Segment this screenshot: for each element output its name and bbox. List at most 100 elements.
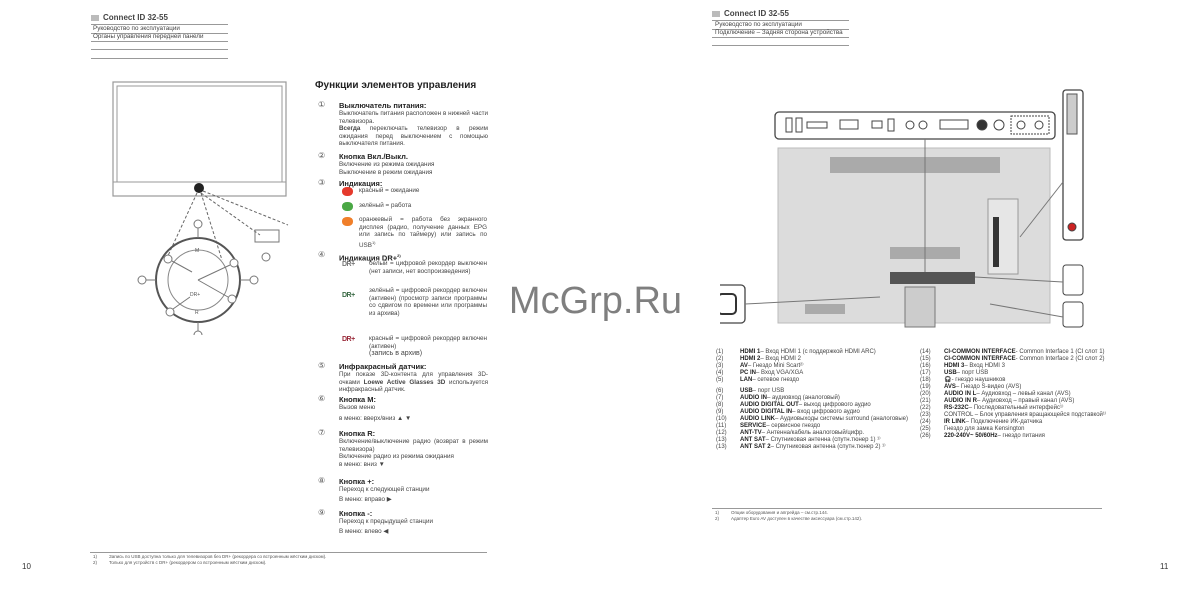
legend-label: AUDIO IN R (944, 398, 977, 404)
item-text: В меню: вправо ▶ (339, 495, 392, 503)
item-text: Включение из режима ожидания (339, 161, 435, 168)
item-text: Выключение в режим ожидания (339, 168, 433, 176)
legend-number: (11) (716, 423, 727, 429)
item-title: Индикация: (339, 179, 383, 188)
legend-text: - гнездо наушников (951, 377, 1006, 383)
legend-label: ANT-TV (740, 430, 762, 436)
legend-number: (9) (716, 409, 724, 415)
legend-text: – Гнездо S-видео (AVS) (955, 384, 1022, 390)
legend-number: (17) (920, 370, 931, 376)
legend-label: ANT SAT (740, 437, 766, 443)
footnote-mark: 1) (93, 554, 98, 559)
legend-number: (6) (716, 388, 724, 394)
legend-row: (26)220-240V~ 50/60Hz – гнездо питания (920, 433, 1106, 440)
legend-row: (14)CI-COMMON INTERFACE - Common Interfa… (920, 349, 1106, 356)
legend-text: - Common Interface 2 (CI слот 2) (1015, 356, 1105, 362)
legend-row: (17) USB – порт USB (920, 370, 1106, 377)
legend-row: (7)AUDIO IN – аудиовход (аналоговый) (716, 395, 908, 402)
legend-number: (25) (920, 426, 931, 432)
item-text: в меню: вниз ▼ (339, 460, 385, 468)
item-text: Переход к предыдущей станции (339, 518, 434, 525)
legend-label: RS-232C (944, 405, 969, 411)
item-text: используется инфракрасный датчик. (339, 378, 489, 394)
divider (91, 58, 228, 59)
legend-number: (8) (716, 402, 724, 408)
item-bold: Всегда (339, 125, 361, 133)
legend-row: (20)AUDIO IN L – Аудиовход – левый канал… (920, 391, 1106, 398)
item-title: Инфракрасный датчик: (339, 362, 427, 371)
item-text: Переход к следующей станции (339, 486, 430, 493)
divider (91, 49, 228, 50)
ir-sensor (254, 229, 280, 243)
header-title: Connect ID 32-55 (103, 13, 168, 22)
legend-row: (8)AUDIO DIGITAL OUT – выход цифрового а… (716, 402, 908, 409)
item-ir-sensor: ⑤ Инфракрасный датчик: При показе 3D-кон… (318, 362, 488, 394)
item-text: При показе 3D-контента для управления 3D… (339, 371, 488, 386)
item-button-plus: ⑧ Кнопка +: Переход к следующей станции … (318, 477, 488, 503)
header-square-icon (712, 10, 720, 17)
legend-label: AUDIO LINK (740, 416, 775, 422)
item-text: зелёный = цифровой рекордер включен (акт… (369, 287, 487, 317)
label-r: R (195, 310, 199, 316)
item-title: Кнопка Вкл./Выкл. (339, 152, 408, 161)
item-text: переключать телевизор в режим ожидания п… (339, 125, 488, 148)
legend-row: (11) SERVICE – сервисное гнездо (716, 423, 908, 430)
label-drplus: DR+ (190, 292, 200, 298)
divider (712, 20, 849, 21)
item-text: Включение/выключение радио (возврат в ре… (339, 438, 488, 453)
header-title: Connect ID 32-55 (724, 9, 789, 18)
legend-number: (7) (716, 395, 724, 401)
footnote-text: Адаптер Euro AV доступен в качестве аксе… (731, 516, 863, 521)
legend-row: (12) ANT-TV – Антенна/кабель аналоговый/ц… (716, 430, 908, 437)
dr-white-icon: DR+ (342, 261, 355, 268)
legend-number: (12) (716, 430, 727, 436)
footnote-text: Запись по USB доступна только для телеви… (109, 554, 327, 559)
legend-number: (3) (716, 363, 724, 369)
item-number: ③ (318, 178, 326, 187)
item-text: красный = ожидание (359, 187, 420, 194)
item-text: Вызов меню (339, 404, 376, 411)
header-subtitle: Руководство по эксплуатации (715, 21, 802, 28)
legend-text: – Антенна/кабель аналоговый/цифр. (761, 430, 865, 436)
item-text: красный = цифровой рекордер включен (акт… (369, 335, 487, 350)
legend-number: (15) (920, 356, 931, 362)
legend-text: – сетевое гнездо (752, 377, 800, 383)
legend-text: – выход цифрового аудио (798, 402, 871, 408)
legend-label: AV (740, 363, 748, 369)
item-title: Выключатель питания: (339, 101, 427, 110)
legend-number: (22) (920, 405, 931, 411)
legend-text: – Аудиовыходы системы surround (аналогов… (775, 416, 908, 422)
legend-row: (22)RS-232C – Последовательный интерфейс… (920, 405, 1106, 412)
item-bold: Loewe Active Glasses 3D (363, 378, 446, 386)
legend-number: (2) (716, 356, 724, 362)
legend-text: Гнездо для замка Kensington (944, 426, 1025, 432)
legend-row: (5)LAN – сетевое гнездо (716, 377, 908, 384)
legend-row: (23)CONTROL – Блок управления вращающейс… (920, 412, 1106, 419)
legend-label: USB (944, 370, 957, 376)
item-button-minus: ⑨ Кнопка -: Переход к предыдущей станции… (318, 509, 488, 535)
left-header: Connect ID 32-55 (91, 13, 168, 22)
footnote-ref: 1) (371, 239, 376, 245)
footnote-mark: 2) (715, 516, 720, 521)
right-header: Connect ID 32-55 (712, 9, 789, 18)
legend-label: USB (740, 388, 753, 394)
legend-row: (21)AUDIO IN R – Аудиовход – правый кана… (920, 398, 1106, 405)
orange-led-icon (342, 217, 353, 226)
item-onoff-button: ② Кнопка Вкл./Выкл. Включение из режима … (318, 152, 488, 176)
front-panel-diagram: M R DR+ (112, 81, 289, 335)
legend-row: (13)ANT SAT 2 – Спутниковая антенна (спу… (716, 444, 908, 451)
legend-text: – порт USB (956, 370, 989, 376)
item-text: белый = цифровой рекордер выключен (нет … (369, 260, 487, 275)
legend-number: (26) (920, 433, 931, 439)
legend-label: HDMI 3 (944, 363, 965, 369)
legend-number: (5) (716, 377, 724, 383)
legend-text: – Гнездо Mini Scart²⁾ (747, 363, 804, 369)
item-title: Кнопка +: (339, 477, 375, 486)
section-title: Функции элементов управления (315, 80, 477, 91)
page-number: 10 (22, 562, 31, 571)
legend-text: – Вход HDMI 3 (964, 363, 1005, 369)
item-title: Кнопка R: (339, 429, 376, 438)
legend-text: – сервисное гнездо (766, 423, 821, 429)
page-number: 11 (1160, 562, 1169, 571)
legend-label: SERVICE (740, 423, 767, 429)
